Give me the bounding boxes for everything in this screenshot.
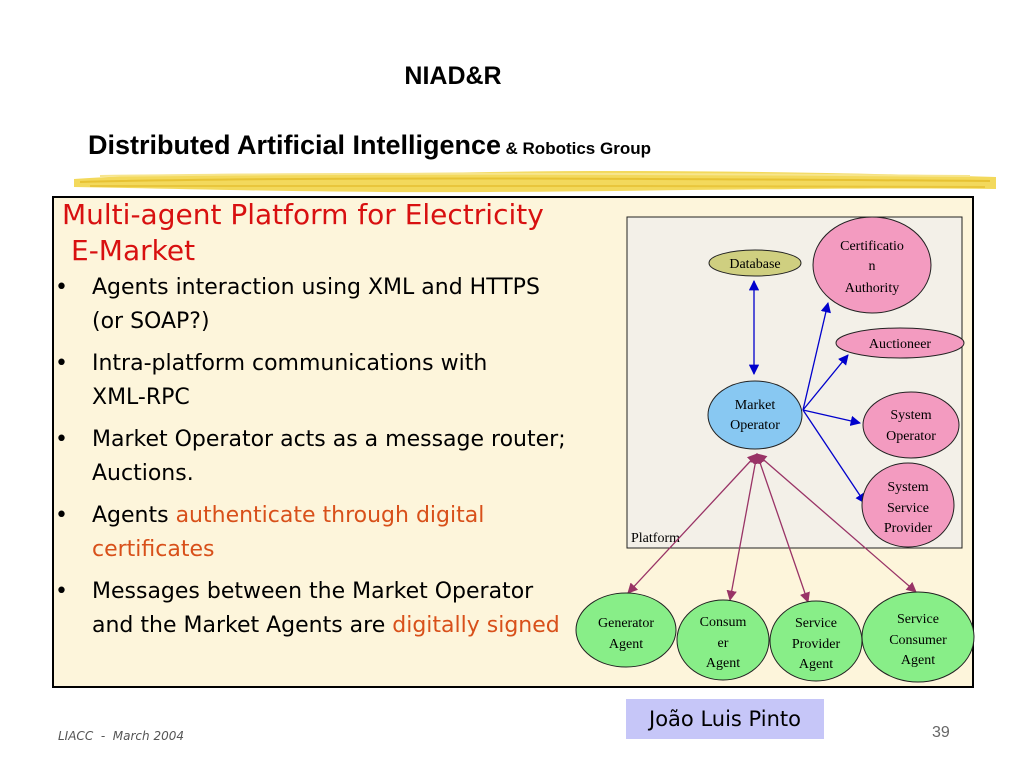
bullet-marker: •: [55, 503, 68, 528]
bullet-text: Intra-platform communications with XML-R…: [92, 351, 488, 410]
header-title: NIAD&R: [404, 62, 502, 90]
bullet-text: Agents: [92, 503, 176, 528]
bullet-highlight: digitally signed: [392, 613, 560, 638]
bullet-list: • Agents interaction using XML and HTTPS …: [55, 271, 595, 651]
author-label: João Luis Pinto: [626, 699, 824, 739]
subtitle-small: & Robotics Group: [505, 139, 651, 158]
list-item: • Market Operator acts as a message route…: [55, 423, 612, 491]
bullet-text: Messages between the Market Operator and…: [92, 579, 534, 638]
bullet-marker: •: [55, 275, 68, 300]
bullet-marker: •: [55, 351, 68, 376]
bullet-highlight: authenticate through digital certificate…: [92, 503, 485, 562]
bullet-marker: •: [55, 427, 68, 452]
list-item: • Intra-platform communications with XML-…: [55, 347, 522, 415]
list-item: • Messages between the Market Operator an…: [55, 575, 572, 643]
yellow-brush-stripe: [74, 170, 996, 193]
footer-left: LIACC - March 2004: [58, 729, 184, 743]
list-item: • Agents authenticate through digital cer…: [55, 499, 612, 567]
page-number: 39: [932, 724, 950, 741]
header-subtitle: Distributed Artificial Intelligence & Ro…: [88, 130, 651, 161]
slide-title: Multi-agent Platform for Electricity E-M…: [62, 197, 544, 269]
bullet-text: Agents interaction using XML and HTTPS (…: [92, 275, 540, 334]
bullet-marker: •: [55, 579, 68, 604]
list-item: • Agents interaction using XML and HTTPS …: [55, 271, 542, 339]
subtitle-main: Distributed Artificial Intelligence: [88, 130, 502, 160]
slide-title-line2: E-Market: [71, 234, 196, 267]
bullet-text: Market Operator acts as a message router…: [92, 427, 566, 486]
slide-title-line1: Multi-agent Platform for Electricity: [62, 198, 544, 231]
